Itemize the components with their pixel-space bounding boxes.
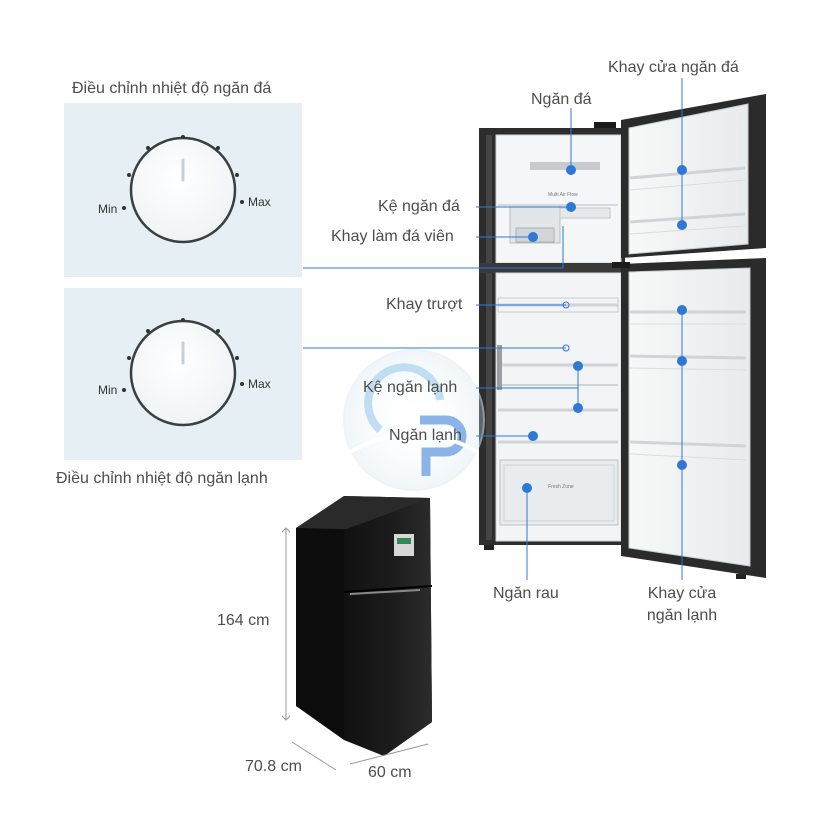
freezer-dial-min-label: Min bbox=[98, 202, 118, 216]
fresh-zone-text: Fresh Zone bbox=[548, 484, 574, 490]
label-ice-tray: Khay làm đá viên bbox=[331, 228, 454, 245]
fridge-temperature-knob bbox=[122, 318, 244, 427]
depth-dimension: 70.8 cm bbox=[245, 758, 302, 775]
multi-air-flow-text: Multi Air Flow bbox=[548, 192, 578, 198]
label-fridge-door-tray-line1: Khay cửa bbox=[647, 585, 717, 602]
freezer-vent bbox=[530, 162, 600, 170]
callout-dots bbox=[522, 165, 687, 493]
label-fridge-door-tray-line2: ngăn lạnh bbox=[646, 607, 718, 624]
freezer-interior bbox=[495, 134, 622, 264]
height-dimension: 164 cm bbox=[217, 612, 270, 629]
label-vegetable-drawer: Ngăn rau bbox=[493, 585, 559, 602]
label-fridge-shelf: Kệ ngăn lạnh bbox=[363, 379, 458, 396]
watermark-logo bbox=[343, 349, 485, 491]
label-freezer: Ngăn đá bbox=[531, 91, 592, 108]
closed-fridge bbox=[296, 496, 433, 756]
freezer-dial-max-label: Max bbox=[248, 195, 271, 209]
label-freezer-shelf: Kệ ngăn đá bbox=[378, 198, 460, 215]
dimension-lines bbox=[281, 527, 429, 771]
fridge-dial-title: Điều chỉnh nhiệt độ ngăn lạnh bbox=[56, 470, 268, 487]
width-dimension: 60 cm bbox=[368, 764, 412, 781]
vegetable-drawer bbox=[499, 459, 619, 526]
label-fridge: Ngăn lạnh bbox=[389, 427, 462, 444]
fridge-dial-min-label: Min bbox=[98, 383, 118, 397]
callout-lines bbox=[303, 78, 683, 580]
freezer-dial-title: Điều chỉnh nhiệt độ ngăn đá bbox=[72, 80, 272, 97]
label-freezer-door-tray: Khay cửa ngăn đá bbox=[608, 59, 739, 76]
fridge-dial-max-label: Max bbox=[248, 377, 271, 391]
freezer-temperature-knob bbox=[122, 135, 244, 244]
label-sliding-tray: Khay trượt bbox=[386, 296, 463, 313]
